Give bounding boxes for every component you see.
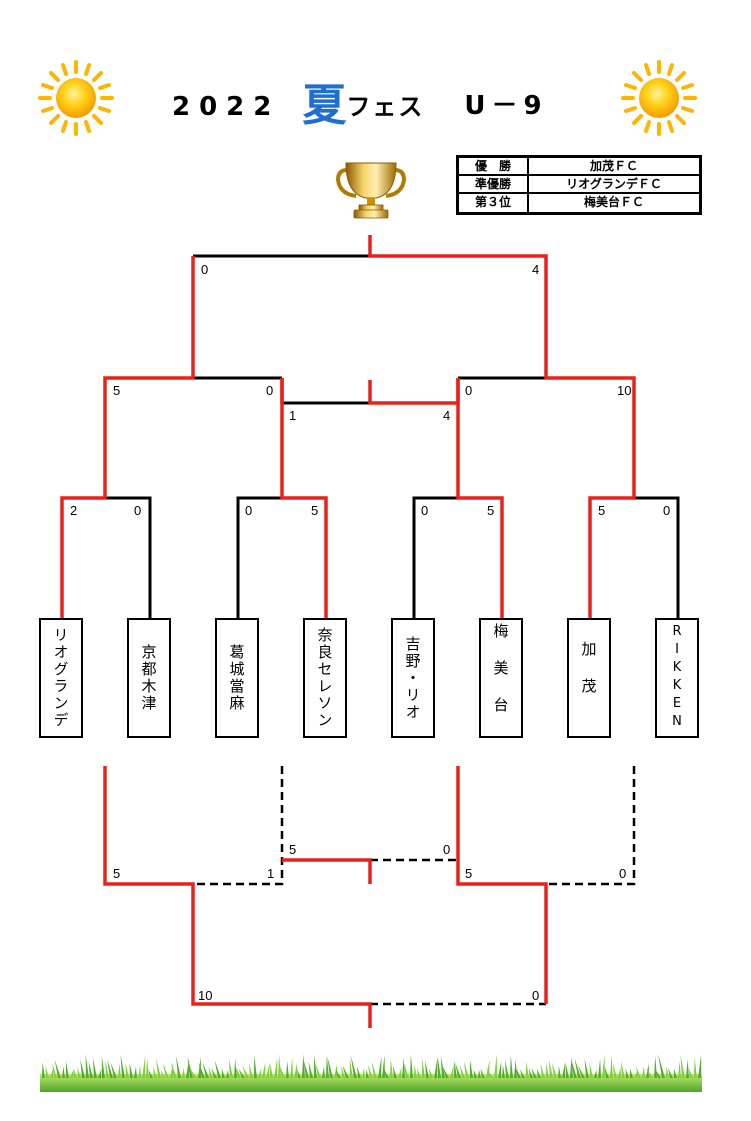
score-lower-final-1: 10	[198, 988, 213, 1003]
team-name: 吉野・リオ	[403, 635, 422, 721]
results-label: 準優勝	[459, 176, 529, 192]
results-team: リオグランデＦＣ	[566, 177, 662, 191]
results-row-runner-up: 準優勝 リオグランデＦＣ	[459, 176, 699, 194]
score-r1-3: 0	[245, 503, 253, 518]
team-box-1: リオグランデ	[39, 618, 83, 738]
results-team: 梅美台ＦＣ	[583, 195, 644, 209]
team-box-2: 京都木津	[127, 618, 171, 738]
results-row-third: 第３位 梅美台ＦＣ	[459, 194, 699, 212]
score-r1-8: 0	[663, 503, 671, 518]
results-table: 優 勝 加茂ＦＣ 準優勝 リオグランデＦＣ 第３位 梅美台ＦＣ	[456, 155, 702, 215]
page-title: 2022 夏 フェス U－9	[172, 78, 548, 128]
bracket-lines-upper	[105, 254, 680, 618]
score-lower-2: 1	[267, 866, 275, 881]
results-label: 優 勝	[459, 158, 529, 174]
results-label: 第３位	[459, 194, 529, 212]
team-box-4: 奈良セレソン	[303, 618, 347, 738]
trophy-icon	[335, 162, 407, 219]
team-box-3: 葛城當麻	[215, 618, 259, 738]
title-fes: フェス	[346, 93, 425, 121]
team-name: 梅美台	[491, 622, 510, 734]
team-name: リオグランデ	[51, 627, 70, 729]
title-year: 2022	[172, 92, 281, 122]
score-r1-5: 0	[421, 503, 429, 518]
score-qf-2: 0	[266, 383, 274, 398]
results-team: 加茂ＦＣ	[589, 159, 638, 173]
team-name: RIKKEN	[669, 624, 685, 732]
title-summer-kanji: 夏	[302, 80, 347, 131]
score-r1-7: 5	[598, 503, 606, 518]
score-final-2: 4	[532, 262, 540, 277]
bracket-lines-lower-dashed	[193, 766, 636, 1006]
score-r1-1: 2	[70, 503, 78, 518]
team-box-7: 加茂	[567, 618, 611, 738]
score-r1-4: 5	[311, 503, 319, 518]
score-final-1: 0	[201, 262, 209, 277]
team-name: 葛城當麻	[227, 644, 246, 712]
score-lower-4: 0	[619, 866, 627, 881]
score-upper-center-1: 1	[289, 408, 297, 423]
score-lower-1: 5	[113, 866, 121, 881]
score-r1-6: 5	[487, 503, 495, 518]
score-qf-1: 5	[113, 383, 121, 398]
team-box-8: RIKKEN	[655, 618, 699, 738]
score-r1-2: 0	[134, 503, 142, 518]
results-row-champion: 優 勝 加茂ＦＣ	[459, 158, 699, 176]
score-lower-3: 5	[465, 866, 473, 881]
grass-strip	[40, 1054, 702, 1092]
score-lower-center-2: 0	[443, 842, 451, 857]
bracket-lines-winner-lower	[103, 766, 548, 1028]
team-name: 奈良セレソン	[315, 627, 334, 729]
score-upper-center-2: 4	[443, 408, 451, 423]
team-box-6: 梅美台	[479, 618, 523, 738]
score-qf-3: 0	[465, 383, 473, 398]
title-division: U－9	[464, 91, 548, 121]
team-name: 加茂	[579, 641, 598, 715]
team-box-5: 吉野・リオ	[391, 618, 435, 738]
team-name: 京都木津	[139, 644, 158, 712]
bracket-lines-winner-upper	[60, 235, 636, 618]
score-lower-final-2: 0	[532, 988, 540, 1003]
score-qf-4: 10	[617, 383, 632, 398]
sun-icon-left	[38, 60, 114, 136]
sun-icon-right	[621, 60, 697, 136]
score-lower-center-1: 5	[289, 842, 297, 857]
